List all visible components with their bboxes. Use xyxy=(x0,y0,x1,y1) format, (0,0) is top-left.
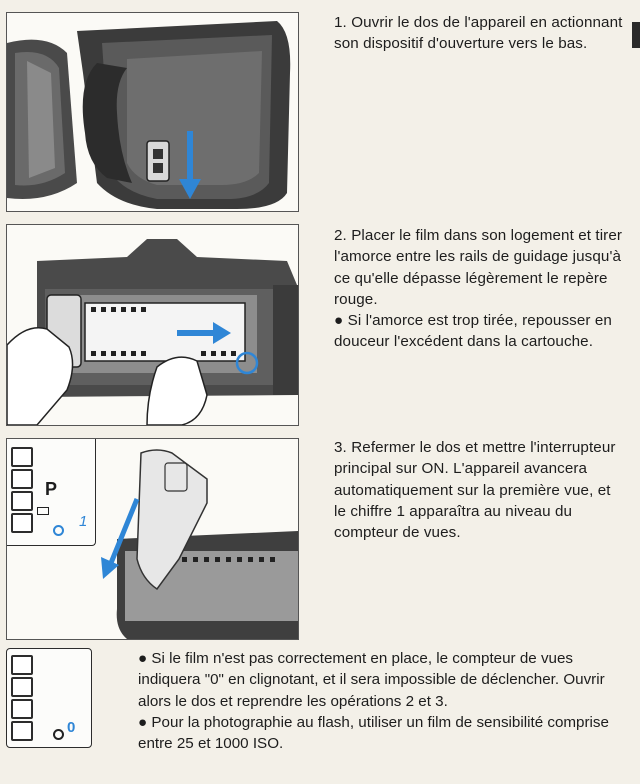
frame-counter-icon xyxy=(53,729,64,740)
camera-back-latch-illustration xyxy=(7,13,298,211)
notes-block: ● Si le film n'est pas correctement en p… xyxy=(138,648,626,754)
figure-load-film xyxy=(6,224,299,426)
step-bullet: Si l'amorce est trop tirée, repousser en… xyxy=(334,312,612,351)
step-text: Refermer le dos et mettre l'interrupteur… xyxy=(334,439,616,542)
lcd-panel-note: 0 xyxy=(6,648,92,748)
step-text: Placer le film dans son logement et tire… xyxy=(334,227,623,308)
step-number: 3. xyxy=(334,439,347,456)
bullet-icon: ● xyxy=(334,312,344,330)
frame-counter-value: 1 xyxy=(79,513,88,530)
bullet-icon: ● xyxy=(138,713,148,731)
bullet-icon: ● xyxy=(138,650,148,667)
step-2: 2. Placer le film dans son logement et t… xyxy=(334,225,626,353)
step-1: 1. Ouvrir le dos de l'appareil en action… xyxy=(334,12,626,55)
figure-open-back xyxy=(6,12,299,212)
step-text: Ouvrir le dos de l'appareil en actionnan… xyxy=(334,14,623,53)
note-text: Si le film n'est pas correctement en pla… xyxy=(138,650,605,710)
step-3: 3. Refermer le dos et mettre l'interrupt… xyxy=(334,437,626,543)
film-loading-illustration xyxy=(7,225,298,425)
exposure-mode-letter: P xyxy=(45,479,58,499)
page-edge-tab xyxy=(632,22,640,48)
lcd-panel-step3: P 1 xyxy=(7,439,96,546)
step-number: 1. xyxy=(334,14,347,31)
show-through-text xyxy=(300,38,630,188)
frame-counter-value: 0 xyxy=(67,719,77,736)
frame-counter-icon xyxy=(53,525,64,536)
figure-close-back: P 1 xyxy=(6,438,299,640)
note-text: Pour la photographie au flash, utiliser … xyxy=(138,713,609,753)
step-number: 2. xyxy=(334,227,347,244)
